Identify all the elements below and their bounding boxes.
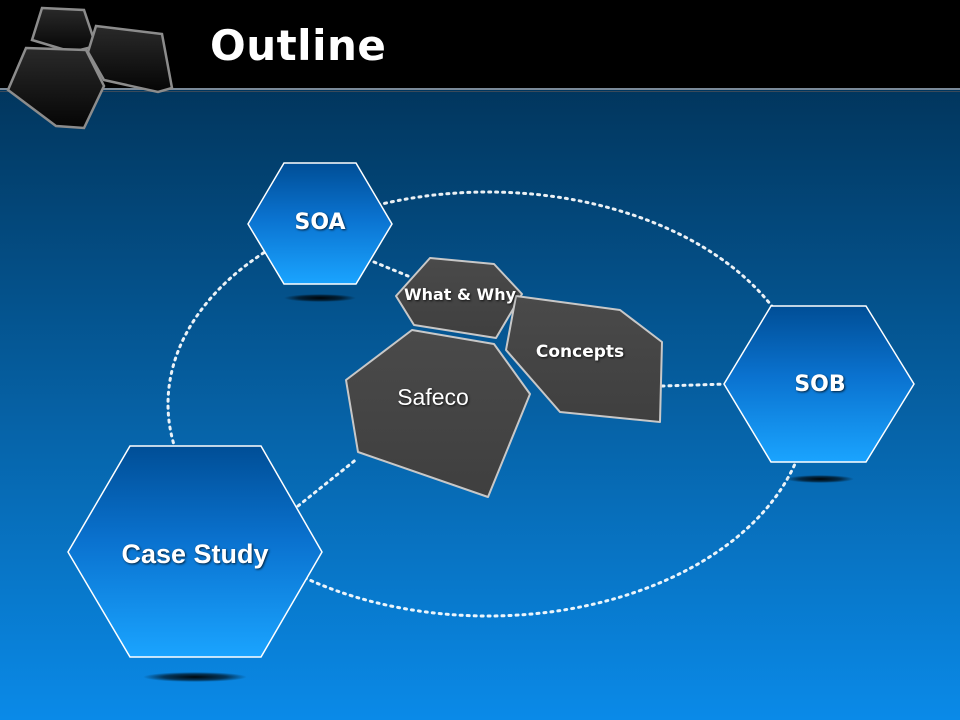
hexagon-cluster-logo [6,6,174,130]
what-why-label: What & Why [403,285,517,304]
concepts-label: Concepts [535,342,625,362]
slide-title: Outline [210,21,387,70]
sob-label: SOB [794,372,846,397]
soa-hexagon[interactable] [247,162,393,285]
case-study-label: Case Study [121,539,269,569]
sob-hexagon-shadow [786,475,854,483]
what-why-panel[interactable] [395,257,523,339]
concepts-panel[interactable] [505,295,663,423]
case-study-hexagon-shadow [143,672,247,682]
case-study-hexagon[interactable] [67,445,323,658]
soa-label: SOA [294,210,346,235]
safeco-panel[interactable] [345,329,531,498]
safeco-label: Safeco [397,384,469,410]
soa-hexagon-shadow [284,294,356,302]
sob-hexagon[interactable] [723,305,915,463]
dotted-connectors [296,260,730,508]
